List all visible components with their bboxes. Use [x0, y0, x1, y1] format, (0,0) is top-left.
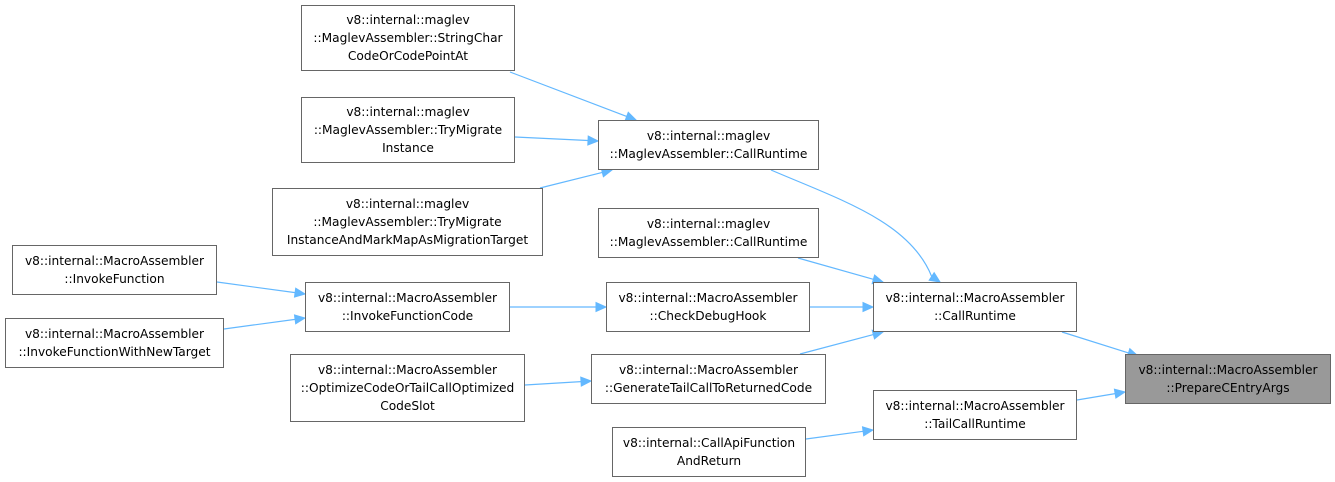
node-label-line: v8::internal::MacroAssembler [1138, 363, 1318, 377]
node-label-line: v8::internal::MacroAssembler [317, 291, 498, 305]
node-label-line: v8::internal::maglev [346, 13, 470, 27]
edge-n2-to-n0 [1076, 388, 1127, 401]
node-label-line: ::MaglevAssembler::CallRuntime [609, 147, 808, 161]
node-label-line: ::MaglevAssembler::StringChar [313, 31, 503, 45]
node-label-line: v8::internal::MacroAssembler [885, 399, 1065, 413]
edge-n5-to-n1 [810, 301, 875, 313]
node-label-line: Instance [382, 141, 434, 155]
edge-n12-to-n6 [524, 376, 593, 387]
node-label-line: v8::internal::MacroAssembler [317, 363, 498, 377]
node-label-line: v8::internal::CallApiFunction [622, 436, 796, 450]
node-label-line: ::CheckDebugHook [649, 309, 767, 323]
node-label-line: v8::internal::MacroAssembler [24, 327, 205, 341]
graph-node-n1[interactable]: v8::internal::MacroAssembler::CallRuntim… [873, 282, 1077, 332]
edge-n10-to-n3 [539, 167, 614, 189]
node-label-line: ::GenerateTailCallToReturnedCode [604, 381, 813, 395]
edge-n8-to-n3 [509, 71, 638, 122]
graph-node-n14[interactable]: v8::internal::MacroAssembler::InvokeFunc… [5, 318, 224, 368]
node-label-line: v8::internal::MacroAssembler [885, 291, 1065, 305]
graph-node-n2[interactable]: v8::internal::MacroAssembler::TailCallRu… [873, 390, 1077, 440]
edge-n9-to-n3 [514, 135, 600, 146]
edge-n3-to-n1 [770, 169, 942, 283]
node-label-line: ::InvokeFunction [64, 272, 165, 286]
node-label-line: v8::internal::MacroAssembler [24, 254, 205, 268]
node-label-line: v8::internal::maglev [345, 197, 470, 211]
edge-n11-to-n5 [510, 301, 608, 313]
graph-node-n9[interactable]: v8::internal::maglev::MaglevAssembler::T… [301, 97, 515, 163]
graph-node-n4[interactable]: v8::internal::maglev::MaglevAssembler::C… [598, 208, 819, 258]
graph-node-n12[interactable]: v8::internal::MacroAssembler::OptimizeCo… [290, 354, 525, 422]
graph-node-n5[interactable]: v8::internal::MacroAssembler::CheckDebug… [606, 282, 810, 332]
node-label-line: ::MaglevAssembler::TryMigrate [313, 215, 502, 229]
edge-n4-to-n1 [797, 257, 885, 285]
node-label-line: AndReturn [676, 454, 742, 468]
node-label-line: ::InvokeFunctionWithNewTarget [18, 345, 211, 359]
node-label-line: ::OptimizeCodeOrTailCallOptimized [300, 381, 515, 395]
edge-n13-to-n11 [216, 281, 307, 298]
node-label-line: v8::internal::maglev [646, 129, 771, 143]
node-label-line: ::MaglevAssembler::CallRuntime [609, 235, 808, 249]
edge-n6-to-n1 [799, 329, 885, 355]
graph-node-n8[interactable]: v8::internal::maglev::MaglevAssembler::S… [301, 5, 515, 71]
node-label-line: v8::internal::maglev [346, 105, 470, 119]
node-label-line: v8::internal::maglev [646, 217, 771, 231]
node-label-line: ::InvokeFunctionCode [341, 309, 474, 323]
node-label-line: InstanceAndMarkMapAsMigrationTarget [286, 233, 529, 247]
node-label-line: ::PrepareCEntryArgs [1166, 381, 1290, 395]
graph-node-n11[interactable]: v8::internal::MacroAssembler::InvokeFunc… [305, 282, 510, 332]
graph-node-n3[interactable]: v8::internal::maglev::MaglevAssembler::C… [598, 120, 819, 170]
edge-n7-to-n2 [805, 426, 875, 440]
node-label-line: v8::internal::MacroAssembler [618, 363, 799, 377]
node-label-line: CodeSlot [380, 399, 435, 413]
node-label-line: ::MaglevAssembler::TryMigrate [313, 123, 503, 137]
graph-node-n13[interactable]: v8::internal::MacroAssembler::InvokeFunc… [12, 245, 217, 295]
node-label-line: CodeOrCodePointAt [347, 49, 469, 63]
graph-node-n6[interactable]: v8::internal::MacroAssembler::GenerateTa… [591, 354, 826, 404]
node-label-line: v8::internal::MacroAssembler [618, 291, 798, 305]
edge-n14-to-n11 [223, 314, 307, 330]
node-label-line: ::CallRuntime [934, 309, 1016, 323]
node-label-line: ::TailCallRuntime [924, 417, 1026, 431]
graph-node-n0: v8::internal::MacroAssembler::PrepareCEn… [1125, 354, 1331, 404]
graph-node-n10[interactable]: v8::internal::maglev::MaglevAssembler::T… [272, 188, 543, 256]
